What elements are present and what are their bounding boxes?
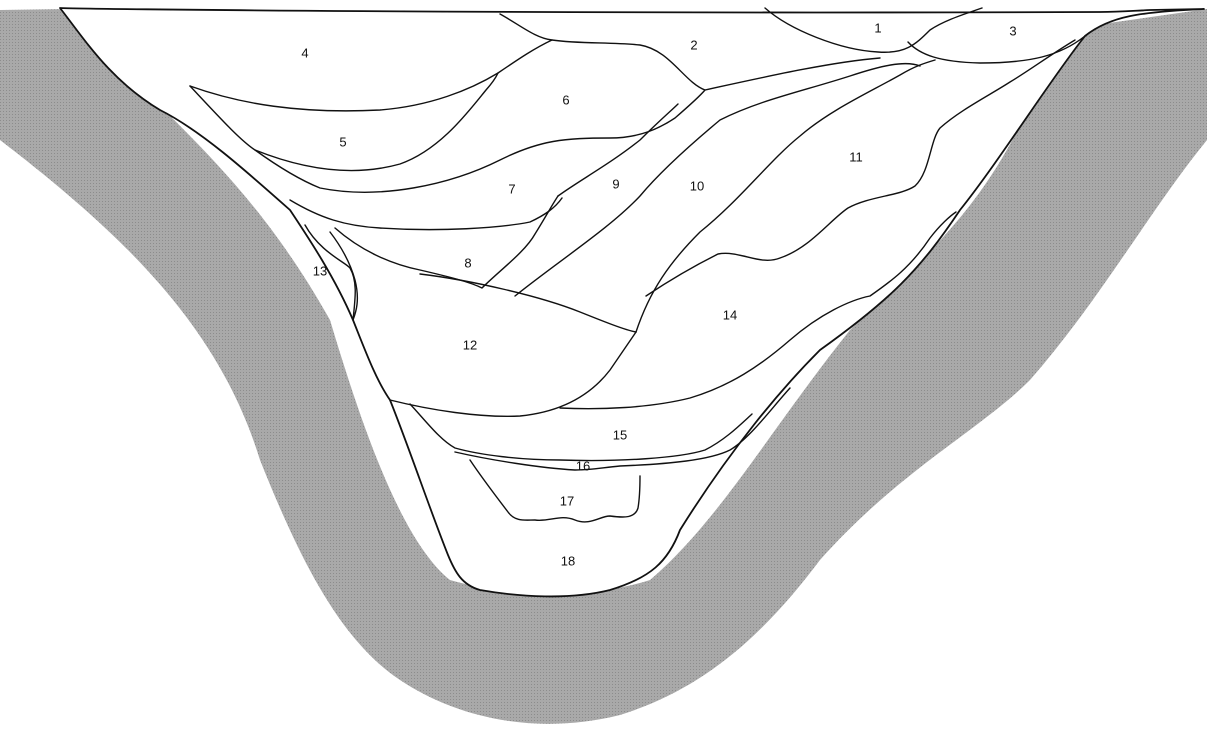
- layer-label-15: 15: [613, 427, 627, 442]
- layer-label-4: 4: [301, 45, 308, 60]
- layer-label-7: 7: [508, 181, 515, 196]
- layer-label-9: 9: [612, 176, 619, 191]
- layer-label-2: 2: [690, 37, 697, 52]
- layer-label-13: 13: [313, 263, 327, 278]
- layer-label-18: 18: [561, 553, 575, 568]
- layer-label-14: 14: [723, 307, 737, 322]
- layer-label-10: 10: [690, 178, 704, 193]
- layer-label-11: 11: [849, 149, 863, 164]
- layer-label-17: 17: [560, 493, 574, 508]
- layer-label-8: 8: [464, 255, 471, 270]
- layer-label-5: 5: [339, 134, 346, 149]
- layer-label-6: 6: [562, 92, 569, 107]
- layer-label-16: 16: [576, 458, 590, 473]
- layer-label-12: 12: [463, 337, 477, 352]
- layer-label-1: 1: [874, 20, 881, 35]
- layer-label-3: 3: [1009, 23, 1016, 38]
